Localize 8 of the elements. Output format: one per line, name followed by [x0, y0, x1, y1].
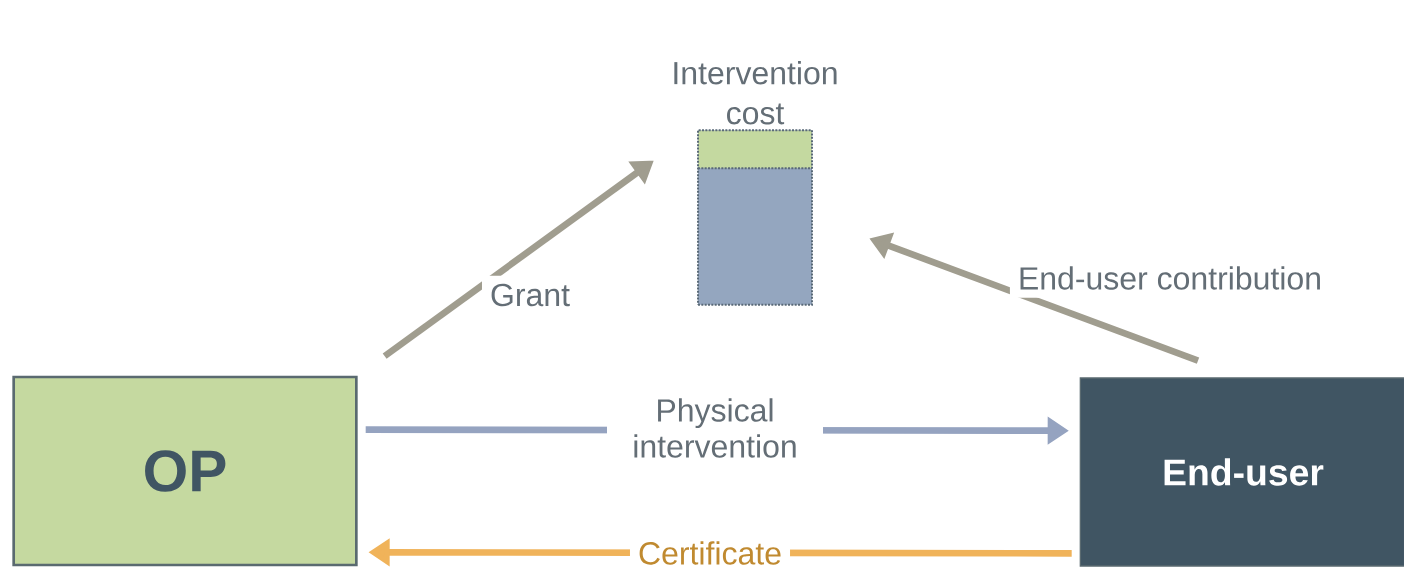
- process-box: End-user: [1079, 377, 1404, 567]
- edge-label: Grant: [482, 275, 578, 315]
- cost-bar: Intervention cost: [674, 60, 837, 306]
- edge-label: Certificate: [630, 533, 791, 573]
- node-label: Intervention cost: [674, 60, 837, 125]
- process-box: OP: [12, 375, 358, 567]
- edge-label: End-user contribution: [1009, 258, 1331, 298]
- edge-label: Physical intervention: [607, 390, 823, 466]
